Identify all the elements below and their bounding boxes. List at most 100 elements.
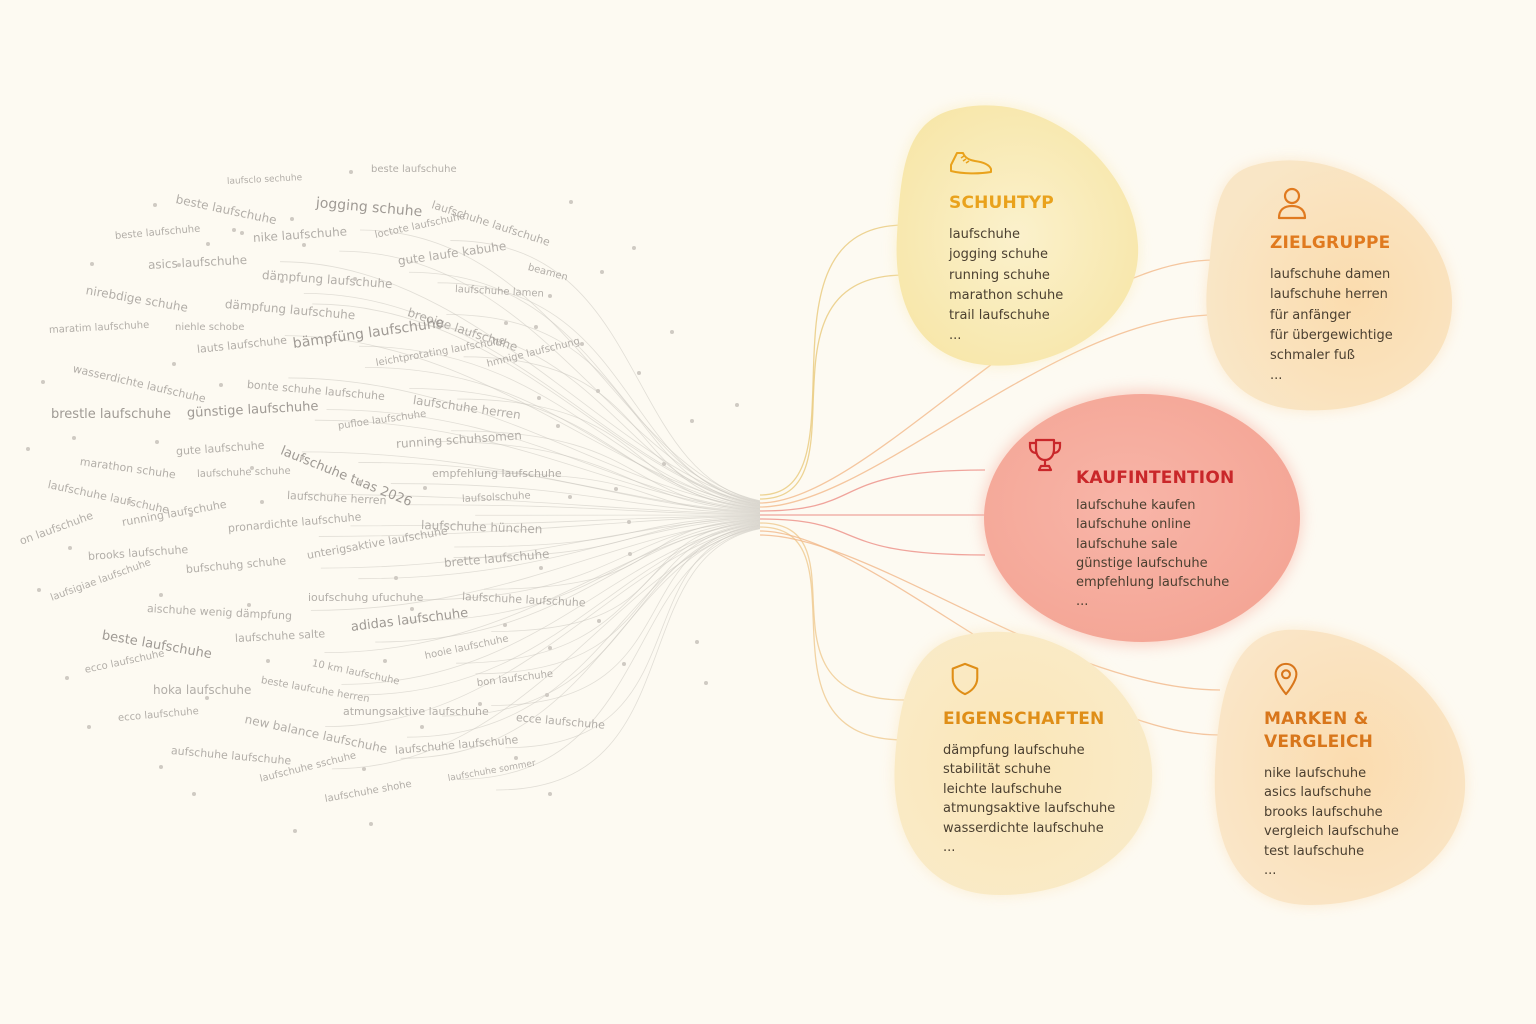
scatter-dot xyxy=(159,765,163,769)
cluster-marken: MARKEN & VERGLEICH nike laufschuhe asics… xyxy=(1264,662,1399,880)
connector-line xyxy=(446,314,761,506)
cloud-keyword: atmungsaktive laufschuhe xyxy=(343,705,489,718)
cluster-title: KAUFINTENTION xyxy=(1076,468,1235,488)
scatter-dot xyxy=(65,676,69,680)
connector-line xyxy=(474,472,761,514)
scatter-dot xyxy=(369,822,373,826)
connector-line xyxy=(437,282,761,504)
connector-line xyxy=(759,274,906,500)
scatter-dot xyxy=(420,725,424,729)
scatter-dot xyxy=(362,767,366,771)
list-item: leichte laufschuhe xyxy=(943,781,1062,797)
scatter-dot xyxy=(632,246,636,250)
list-item: laufschuhe kaufen xyxy=(1076,498,1196,513)
connector-line xyxy=(359,523,761,696)
connector-line xyxy=(457,398,761,510)
scatter-dot xyxy=(293,829,297,833)
list-item: stabilität schuhe xyxy=(943,762,1051,778)
list-item: ... xyxy=(1076,594,1089,610)
connector-line xyxy=(483,518,761,590)
list-item: für anfänger xyxy=(1270,307,1351,323)
scatter-dot xyxy=(41,380,45,384)
list-item: asics laufschuhe xyxy=(1264,785,1372,801)
scatter-dot xyxy=(600,270,604,274)
scatter-dot xyxy=(240,231,244,235)
connector-line xyxy=(350,515,761,527)
running-shoe-icon xyxy=(950,152,992,175)
connector-line xyxy=(759,224,906,496)
connector-line xyxy=(301,451,761,513)
scatter-dot xyxy=(232,228,236,232)
scatter-dot xyxy=(349,170,353,174)
scatter-dot xyxy=(628,552,632,556)
person-icon xyxy=(1277,187,1307,220)
scatter-dot xyxy=(353,277,357,281)
scatter-dot xyxy=(127,500,131,504)
connector-line xyxy=(303,292,761,505)
scatter-dot xyxy=(72,436,76,440)
cluster-title: ZIELGRUPPE xyxy=(1270,233,1391,253)
connector-line xyxy=(759,518,986,556)
cluster-list: laufschuhe jogging schuhe running schuhe… xyxy=(949,225,1063,347)
connector-line xyxy=(407,525,761,738)
connector-line xyxy=(430,440,761,512)
connector-line xyxy=(320,517,761,569)
scatter-dot xyxy=(90,262,94,266)
list-item: laufschuhe herren xyxy=(1270,287,1388,303)
scatter-dot xyxy=(545,693,549,697)
scatter-dot xyxy=(383,659,387,663)
connector-line xyxy=(359,229,761,502)
scatter-dot xyxy=(735,403,739,407)
connector-line xyxy=(505,526,761,749)
cloud-keyword: brestle laufschuhe xyxy=(51,407,171,422)
scatter-dot xyxy=(670,330,674,334)
scatter-dot xyxy=(556,424,560,428)
scatter-dot xyxy=(548,294,552,298)
list-item: wasserdichte laufschuhe xyxy=(943,820,1104,836)
scatter-dot xyxy=(597,619,601,623)
scatter-dot xyxy=(695,640,699,644)
scatter-dot xyxy=(514,756,518,760)
connector-line xyxy=(298,493,761,515)
list-item: ... xyxy=(1270,368,1283,384)
scatter-dot xyxy=(423,486,427,490)
shield-icon xyxy=(951,662,979,696)
scatter-dot xyxy=(569,200,573,204)
connector-line xyxy=(405,324,761,506)
list-item: schmaler fuß xyxy=(1270,348,1355,364)
scatter-dot xyxy=(637,371,641,375)
connector-line xyxy=(759,522,906,701)
connector-line xyxy=(456,527,761,780)
cluster-eigenschaften: EIGENSCHAFTEN dämpfung laufschuhe stabil… xyxy=(943,662,1115,857)
scatter-dot xyxy=(26,447,30,451)
connector-line xyxy=(364,366,761,509)
list-item: laufschuhe sale xyxy=(1076,536,1178,552)
scatter-dot xyxy=(247,603,251,607)
connector-line xyxy=(310,519,761,611)
list-item: ... xyxy=(943,840,956,856)
trophy-icon xyxy=(1028,438,1062,472)
list-item: günstige laufschuhe xyxy=(1076,555,1208,571)
connector-line xyxy=(400,526,761,759)
scatter-dot xyxy=(87,725,91,729)
list-item: für übergewichtige xyxy=(1270,327,1393,343)
connector-line xyxy=(409,388,761,510)
scatter-dot xyxy=(548,646,552,650)
list-item: empfehlung laufschuhe xyxy=(1076,575,1230,591)
list-item: brooks laufschuhe xyxy=(1264,804,1383,820)
scatter-dot xyxy=(192,792,196,796)
connector-line xyxy=(359,345,761,507)
connector-line xyxy=(759,469,986,512)
cluster-title: EIGENSCHAFTEN xyxy=(943,709,1105,729)
list-item: laufschuhe damen xyxy=(1270,267,1391,282)
connector-line xyxy=(759,259,1216,504)
scatter-dot xyxy=(172,362,176,366)
cluster-list: laufschuhe kaufen laufschuhe online lauf… xyxy=(1076,496,1234,612)
scatter-dot xyxy=(534,325,538,329)
list-item: nike laufschuhe xyxy=(1264,766,1367,781)
scatter-dot xyxy=(159,593,163,597)
connector-line xyxy=(280,261,761,503)
cloud-keyword: niehle schobe xyxy=(175,322,245,333)
connector-lines xyxy=(280,224,1221,791)
